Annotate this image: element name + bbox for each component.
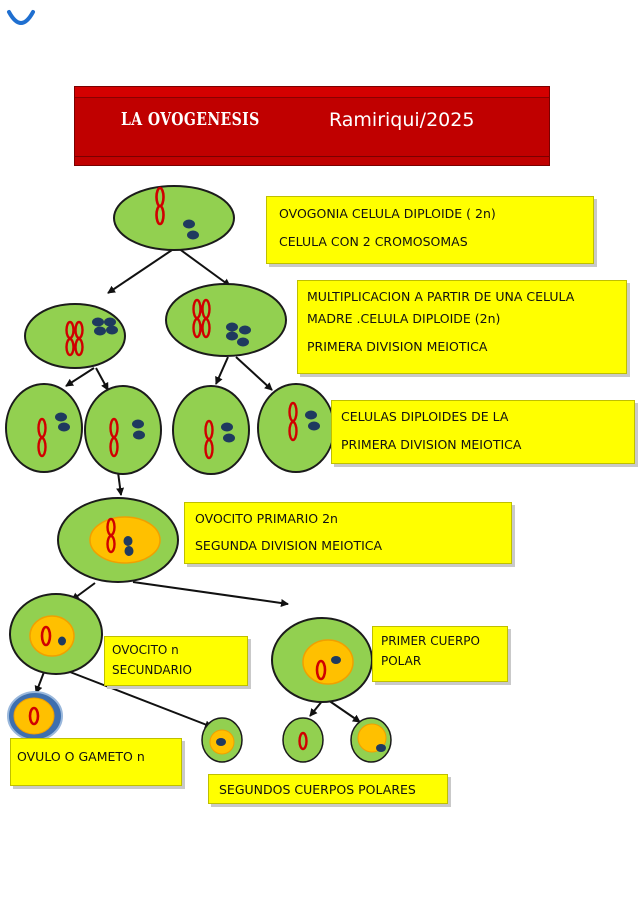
nucleus-dot-icon: [187, 230, 199, 240]
diploid-cell-3: [172, 385, 250, 475]
nucleus-dot-icon: [226, 322, 238, 332]
chromosome-icon: [204, 419, 214, 460]
primary-oocyte-cell: [57, 497, 179, 583]
nucleus-dot-icon: [183, 219, 195, 229]
nucleus-dot-icon: [132, 419, 144, 429]
nucleus-dot-icon: [331, 656, 341, 664]
nucleus-dot-icon: [58, 422, 70, 432]
arrow-icon: [327, 699, 361, 723]
secondary-oocyte-cell: [9, 593, 103, 675]
nucleus-dot-icon: [123, 536, 133, 546]
nucleus-dot-icon: [106, 325, 118, 335]
nucleus-dot-icon: [226, 331, 238, 341]
label-ovocito-primario: OVOCITO PRIMARIO 2n SEGUNDA DIVISION MEI…: [184, 502, 512, 564]
label-ovulo-line1: OVULO O GAMETO n: [17, 749, 145, 764]
title-banner: LA OVOGENESIS Ramiriqui/2025: [74, 86, 550, 166]
chromosome-icon: [315, 659, 327, 681]
label-diploides-line2: PRIMERA DIVISION MEIOTICA: [341, 437, 522, 452]
arrow-icon: [132, 581, 289, 607]
label-ovogonia: OVOGONIA CELULA DIPLOIDE ( 2n) CELULA CO…: [266, 196, 594, 264]
arrow-icon: [69, 671, 213, 729]
nucleus-dot-icon: [376, 744, 386, 752]
label-multiplicacion-line1: MULTIPLICACION A PARTIR DE UNA CELULA: [307, 289, 575, 304]
banner-bottom-line: [75, 156, 549, 157]
place-year: Ramiriqui/2025: [329, 109, 475, 131]
chromosome-icon: [37, 417, 47, 458]
label-diploides: CELULAS DIPLOIDES DE LA PRIMERA DIVISION…: [331, 400, 635, 464]
mother-cell-right: [165, 283, 287, 357]
arrow-icon: [34, 671, 45, 694]
label-ovogonia-line1: OVOGONIA CELULA DIPLOIDE ( 2n): [279, 206, 496, 221]
label-ovocito-secundario-line1: OVOCITO n: [112, 643, 179, 657]
label-primer-cuerpo: PRIMER CUERPO POLAR: [372, 626, 508, 682]
arrow-icon: [215, 356, 229, 385]
chromosome-icon: [109, 417, 119, 458]
nucleus-dot-icon: [58, 636, 66, 646]
diploid-cell-1: [5, 383, 83, 473]
chromosome-icon: [28, 706, 40, 726]
chromosome-icon: [65, 320, 75, 357]
banner-top-strip: [75, 87, 549, 98]
arrow-icon: [235, 356, 273, 391]
diploid-cell-4: [257, 383, 335, 473]
nucleus-dot-icon: [305, 410, 317, 420]
label-diploides-line1: CELULAS DIPLOIDES DE LA: [341, 409, 509, 424]
nucleus-dot-icon: [94, 326, 106, 336]
nucleus-dot-icon: [92, 317, 104, 327]
chromosome-icon: [106, 517, 116, 554]
mother-cell-left: [24, 303, 126, 369]
chromosome-icon: [192, 298, 202, 339]
label-segundos-cuerpos: SEGUNDOS CUERPOS POLARES: [208, 774, 448, 804]
nucleus-dot-icon: [239, 325, 251, 335]
label-multiplicacion: MULTIPLICACION A PARTIR DE UNA CELULA MA…: [297, 280, 627, 374]
chromosome-icon: [288, 401, 298, 442]
page-title: LA OVOGENESIS: [121, 109, 260, 130]
diploid-cell-2: [84, 385, 162, 475]
label-segundos-cuerpos-line1: SEGUNDOS CUERPOS POLARES: [219, 782, 416, 797]
label-primer-cuerpo-line1: PRIMER CUERPO: [381, 634, 480, 648]
label-ovocito-secundario: OVOCITO n SECUNDARIO: [104, 636, 248, 686]
nucleus-dot-icon: [133, 430, 145, 440]
second-polar-body-1: [201, 717, 243, 763]
ovule-cell: [7, 691, 63, 741]
nucleus-dot-icon: [308, 421, 320, 431]
nucleus-dot-icon: [124, 546, 134, 556]
nucleus-dot-icon: [216, 738, 226, 746]
label-ovocito-primario-line2: SEGUNDA DIVISION MEIOTICA: [195, 538, 383, 553]
second-polar-body-2: [282, 717, 324, 763]
label-multiplicacion-line3: PRIMERA DIVISION MEIOTICA: [307, 339, 488, 354]
label-primer-cuerpo-line2: POLAR: [381, 654, 422, 669]
nucleus-dot-icon: [237, 337, 249, 347]
arrow-icon: [65, 367, 95, 387]
chromosome-icon: [74, 320, 84, 357]
first-polar-body-cell: [271, 617, 373, 703]
nucleus-dot-icon: [221, 422, 233, 432]
arrow-icon: [177, 247, 231, 287]
nucleus-dot-icon: [223, 433, 235, 443]
label-multiplicacion-line2: MADRE .CELULA DIPLOIDE (2n): [307, 311, 501, 326]
nucleus-dot-icon: [104, 317, 116, 327]
label-ovocito-primario-line1: OVOCITO PRIMARIO 2n: [195, 511, 338, 526]
arrow-icon: [107, 247, 176, 294]
corner-logo-icon: [7, 10, 35, 25]
nucleus-dot-icon: [55, 412, 67, 422]
ovogonia-cell: [113, 185, 235, 251]
second-polar-body-3: [350, 717, 392, 763]
chromosome-icon: [40, 625, 52, 647]
chromosome-icon: [201, 298, 211, 339]
label-ovulo: OVULO O GAMETO n: [10, 738, 182, 786]
label-ovocito-secundario-line2: SECUNDARIO: [112, 663, 192, 678]
arrow-icon: [95, 367, 109, 391]
label-ovogonia-line2: CELULA CON 2 CROMOSOMAS: [279, 234, 468, 249]
arrow-icon: [116, 471, 125, 496]
chromosome-icon: [298, 731, 308, 751]
chromosome-icon: [155, 186, 165, 226]
